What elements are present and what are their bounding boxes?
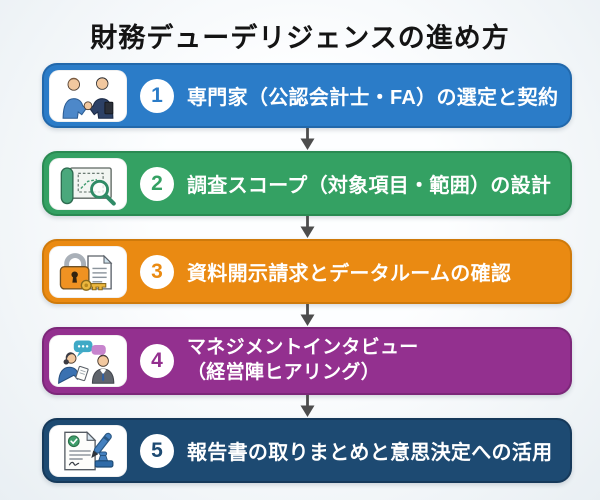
flow-arrow-gap xyxy=(42,128,572,151)
down-arrow-icon xyxy=(300,216,314,238)
flow-arrow-gap xyxy=(42,395,572,418)
step-number-badge: 4 xyxy=(140,344,174,378)
down-arrow-icon xyxy=(300,304,314,326)
step-number-badge: 3 xyxy=(140,254,174,289)
down-arrow-icon xyxy=(300,128,314,150)
step-label: 専門家（公認会計士・FA）の選定と契約 xyxy=(187,87,559,109)
lock-key-document-icon xyxy=(49,245,127,298)
step-4-bar: 4 マネジメントインタビュー （経営陣ヒアリング） xyxy=(42,327,572,395)
interview-icon xyxy=(49,335,127,387)
step-label-line-1: マネジメントインタビュー xyxy=(187,337,419,359)
step-label-line-2: （経営陣ヒアリング） xyxy=(187,362,381,383)
process-flow: 1 専門家（公認会計士・FA）の選定と契約 2 調 xyxy=(42,63,572,483)
step-number-badge: 2 xyxy=(140,166,174,201)
step-number-badge: 1 xyxy=(140,78,174,113)
flow-arrow-gap xyxy=(42,304,572,327)
step-label: 報告書の取りまとめと意思決定への活用 xyxy=(187,442,553,464)
page-title: 財務デューデリジェンスの進め方 xyxy=(90,23,510,53)
report-stamp-icon xyxy=(49,424,127,477)
step-2-bar: 2 調査スコープ（対象項目・範囲）の設計 xyxy=(42,151,572,216)
step-5-bar: 5 報告書の取りまとめと意思決定への活用 xyxy=(42,418,572,483)
down-arrow-icon xyxy=(300,395,314,417)
step-number-badge: 5 xyxy=(140,433,174,468)
blueprint-magnifier-icon xyxy=(49,157,127,210)
step-3-bar: 3 資料開示請求とデータルームの確認 xyxy=(42,239,572,304)
step-label: 調査スコープ（対象項目・範囲）の設計 xyxy=(187,175,552,197)
step-1-bar: 1 専門家（公認会計士・FA）の選定と契約 xyxy=(42,63,572,128)
handshake-icon xyxy=(49,69,127,122)
step-label: マネジメントインタビュー （経営陣ヒアリング） xyxy=(187,336,419,385)
flow-arrow-gap xyxy=(42,216,572,239)
step-label: 資料開示請求とデータルームの確認 xyxy=(187,263,512,285)
